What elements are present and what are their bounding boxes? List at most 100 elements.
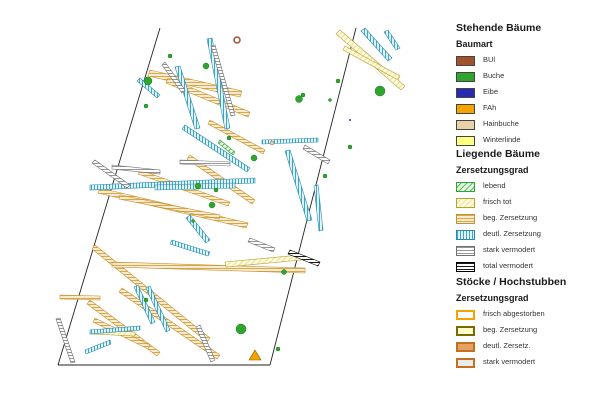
legend-stumps-decay-title: Zersetzungsgrad	[456, 293, 529, 303]
tree-buche	[295, 95, 303, 103]
legend-stumps-title: Stöcke / Hochstubben	[456, 276, 567, 288]
swatch-hainbuche	[456, 120, 475, 130]
log-clear	[261, 137, 319, 145]
legend-label: Buche	[483, 71, 505, 80]
tree-buche	[226, 135, 232, 141]
tree-bul	[233, 36, 241, 44]
tree-buche	[143, 76, 153, 86]
map-legend: Stehende Bäume Baumart BUl Buche Eibe FA…	[450, 22, 598, 392]
log-strong	[111, 164, 161, 175]
tree-buche	[213, 187, 219, 193]
legend-label: frisch tot	[483, 197, 512, 206]
log-strong	[55, 317, 76, 364]
swatch-fresh	[456, 198, 475, 208]
tree-buche	[194, 182, 202, 190]
legend-species-title: Baumart	[456, 39, 493, 49]
legend-label: BUl	[483, 55, 496, 64]
log-living	[217, 139, 236, 156]
legend-lying-title: Liegende Bäume	[456, 148, 541, 160]
log-clear	[169, 239, 211, 257]
log-clear	[133, 284, 156, 325]
swatch-winterlinde	[456, 136, 475, 146]
tree-buche	[281, 269, 287, 275]
log-clear	[360, 27, 393, 62]
log-strong	[195, 324, 216, 363]
legend-label: beg. Zersetzung	[483, 325, 538, 334]
tree-buche	[235, 323, 247, 335]
tree-buche	[167, 53, 173, 59]
log-begun	[118, 194, 221, 220]
legend-stump-row: deutl. Zersetz.	[456, 341, 596, 356]
tree-buche	[374, 85, 386, 97]
log-clear	[89, 325, 141, 335]
tree-eibe	[349, 119, 351, 121]
log-begun	[111, 261, 306, 274]
log-strong	[247, 237, 276, 253]
tree-buche	[328, 98, 332, 102]
swatch-buche	[456, 72, 475, 82]
legend-label: total vermodert	[483, 261, 534, 270]
swatch-living	[456, 182, 475, 192]
legend-label: beg. Zersetzung	[483, 213, 538, 222]
swatch-stump-begun	[456, 326, 475, 336]
swatch-fah	[456, 104, 475, 114]
tree-buche	[250, 154, 258, 162]
log-clear	[84, 339, 112, 355]
tree-buche	[143, 103, 149, 109]
swatch-begun	[456, 214, 475, 224]
log-strong	[91, 159, 131, 189]
tree-buche	[208, 201, 216, 209]
swatch-clear	[456, 230, 475, 240]
legend-label: frisch abgestorben	[483, 309, 545, 318]
legend-decay-row: beg. Zersetzung	[456, 213, 596, 228]
log-clear	[383, 29, 401, 51]
swatch-stump-strong	[456, 358, 475, 368]
log-clear	[185, 214, 211, 244]
legend-label: FAh	[483, 103, 497, 112]
log-strong	[179, 159, 231, 167]
legend-standing-title: Stehende Bäume	[456, 22, 542, 34]
forest-plot-map	[55, 27, 406, 366]
legend-species-row: Winterlinde	[456, 135, 596, 150]
log-clear	[313, 184, 324, 232]
log-begun	[59, 294, 101, 301]
tree-buche	[322, 173, 328, 179]
lying-trees	[55, 27, 406, 364]
tree-hainbuche	[269, 140, 275, 146]
log-clear	[206, 37, 231, 130]
swatch-stump-fresh	[456, 310, 475, 320]
standing-trees	[143, 36, 386, 361]
legend-label: deutl. Zersetzung	[483, 229, 541, 238]
log-strong	[210, 44, 236, 117]
tree-buche	[335, 78, 341, 84]
legend-label: Hainbuche	[483, 119, 519, 128]
log-strong	[161, 61, 186, 94]
log-clear	[136, 77, 161, 99]
legend-label: Eibe	[483, 87, 499, 96]
log-clear	[89, 177, 256, 191]
legend-label: stark vermodert	[483, 357, 536, 366]
tree-buche	[191, 219, 195, 223]
legend-label: lebend	[483, 181, 506, 190]
swatch-bul	[456, 56, 475, 66]
legend-species-row: Eibe	[456, 87, 596, 102]
legend-decay-row: frisch tot	[456, 197, 596, 212]
log-strong	[302, 144, 331, 165]
tree-buche	[300, 92, 306, 98]
legend-decay-row: stark vermodert	[456, 245, 596, 260]
swatch-stump-clear	[456, 342, 475, 352]
swatch-eibe	[456, 88, 475, 98]
log-begun	[207, 119, 266, 155]
log-total	[287, 249, 321, 267]
legend-label: Winterlinde	[483, 135, 521, 144]
legend-species-row: FAh	[456, 103, 596, 118]
legend-species-row: BUl	[456, 55, 596, 70]
log-fresh	[342, 45, 401, 81]
stump-triangle	[248, 349, 262, 361]
legend-stump-row: frisch abgestorben	[456, 309, 596, 324]
tree-buche	[347, 144, 353, 150]
tree-buche	[275, 346, 281, 352]
log-clear	[174, 65, 201, 130]
log-clear	[145, 285, 171, 333]
legend-decay-row: deutl. Zersetzung	[456, 229, 596, 244]
